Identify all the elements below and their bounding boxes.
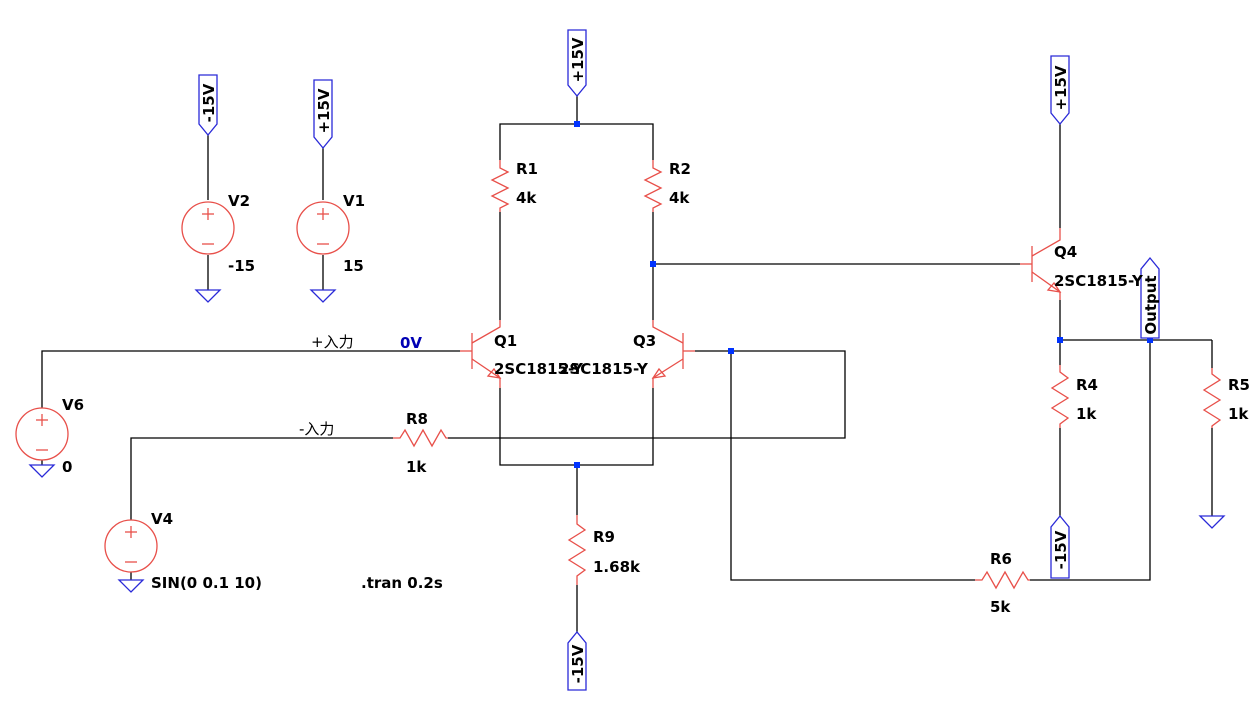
flag-rail-plus15[interactable]: +15V	[567, 29, 587, 98]
flag-r4-minus15[interactable]: -15V	[1050, 514, 1070, 579]
r8-value: 1k	[406, 458, 427, 476]
v6-value: 0	[62, 458, 72, 476]
junction-feedback	[728, 348, 734, 354]
wires	[41, 96, 1213, 632]
r5-name: R5	[1228, 376, 1250, 394]
v1-value: 15	[343, 257, 364, 275]
source-v2[interactable]	[181, 201, 235, 255]
resistor-r5[interactable]	[1202, 368, 1222, 428]
r1-value: 4k	[516, 189, 537, 207]
resistor-r9[interactable]	[567, 515, 587, 585]
junction-tail	[574, 462, 580, 468]
r4-value: 1k	[1076, 405, 1097, 423]
resistor-r8[interactable]	[393, 428, 448, 448]
resistor-r2[interactable]	[643, 160, 663, 212]
q4-name: Q4	[1054, 243, 1077, 261]
grounds	[28, 289, 1226, 593]
transistor-q3[interactable]	[651, 320, 695, 388]
q4-value: 2SC1815-Y	[1054, 272, 1144, 290]
wire-r8-to-q3-base	[448, 350, 846, 439]
wire-emitter-tail	[499, 388, 654, 466]
flag-v1-label: +15V	[315, 88, 333, 133]
flag-r4-label: -15V	[1052, 530, 1070, 569]
junction-top-rail	[574, 121, 580, 127]
flag-r9-label: -15V	[569, 644, 587, 683]
voltage-sources	[15, 201, 350, 573]
net-label-minus-input: -入力	[299, 420, 334, 438]
r6-name: R6	[990, 550, 1012, 568]
r2-name: R2	[669, 160, 691, 178]
transistor-q1[interactable]	[460, 320, 502, 388]
resistor-r4[interactable]	[1050, 365, 1070, 428]
resistor-r1[interactable]	[490, 160, 510, 212]
net-label-plus-input: +入力	[311, 333, 354, 351]
resistor-r6[interactable]	[975, 570, 1030, 590]
wire-r6-to-output	[1030, 340, 1151, 581]
flag-q4-label: +15V	[1052, 65, 1070, 110]
flag-rail-label: +15V	[569, 37, 587, 82]
flag-v2-minus15[interactable]: -15V	[198, 74, 218, 137]
spice-directive[interactable]: .tran 0.2s	[361, 574, 443, 592]
flag-v2-label: -15V	[200, 83, 218, 122]
v1-name: V1	[343, 192, 365, 210]
r9-name: R9	[593, 528, 615, 546]
r9-value: 1.68k	[593, 558, 641, 576]
flag-q4-plus15[interactable]: +15V	[1050, 55, 1070, 126]
r1-name: R1	[516, 160, 538, 178]
q1-value: 2SC1815-Y	[494, 360, 584, 378]
r4-name: R4	[1076, 376, 1098, 394]
r5-value: 1k	[1228, 405, 1249, 423]
flag-v1-plus15[interactable]: +15V	[313, 79, 333, 150]
v6-name: V6	[62, 396, 84, 414]
ground-icon	[309, 289, 337, 303]
junction-r2-node	[650, 261, 656, 267]
source-v1[interactable]	[296, 201, 350, 255]
junction-q4-emitter	[1057, 337, 1063, 343]
q3-name: Q3	[633, 332, 656, 350]
transistor-q4[interactable]	[1020, 228, 1062, 300]
flag-r9-minus15[interactable]: -15V	[567, 630, 587, 691]
flag-output[interactable]: Output	[1140, 256, 1160, 339]
transistors	[460, 228, 1062, 388]
v4-value: SIN(0 0.1 10)	[151, 574, 262, 592]
r6-value: 5k	[990, 598, 1011, 616]
wire-plus-input	[41, 350, 460, 408]
source-v6[interactable]	[15, 407, 69, 461]
net-flags: -15V +15V +15V +15V -15V -15V Ou	[198, 29, 1160, 691]
junction-output	[1147, 337, 1153, 343]
ground-icon	[28, 464, 56, 478]
ground-icon	[194, 289, 222, 303]
junctions	[574, 121, 1153, 468]
wire-minus-input	[130, 437, 393, 520]
v2-name: V2	[228, 192, 250, 210]
q3-value: 2SC1815-Y	[559, 360, 649, 378]
component-labels: V2 -15 V1 15 V6 0 V4 SIN(0 0.1 10) R1 4k…	[62, 160, 1250, 616]
q1-name: Q1	[494, 332, 517, 350]
r2-value: 4k	[669, 189, 690, 207]
resistors	[393, 160, 1222, 590]
flag-output-label: Output	[1142, 275, 1160, 334]
wire-top-rail	[499, 123, 654, 160]
wire-feedback-r6	[730, 351, 975, 581]
ground-icon	[1198, 515, 1226, 529]
v2-value: -15	[228, 257, 255, 275]
v4-name: V4	[151, 510, 173, 528]
r8-name: R8	[406, 410, 428, 428]
ground-icon	[117, 579, 145, 593]
operating-point-label: 0V	[400, 334, 422, 352]
source-v4[interactable]	[104, 519, 158, 573]
